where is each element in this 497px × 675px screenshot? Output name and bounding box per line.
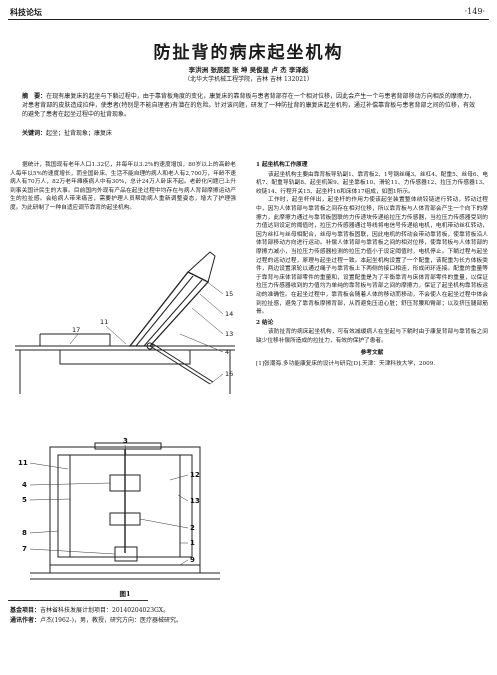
keywords-label: 关键词： (22, 130, 47, 137)
fig1-label-15: 15 (225, 290, 233, 298)
fig1-label-16: 16 (225, 370, 233, 378)
fig2-label-2: 2 (190, 524, 195, 532)
affiliation: （北华大学机械工程学院，吉林 吉林 132021） (184, 76, 313, 83)
fig2-label-5: 5 (22, 496, 27, 504)
intro-paragraph: 据统计，我国现有老年人口1.32亿，并每年以3.2%的速度增加，80岁以上的高龄… (10, 162, 236, 211)
keywords-text: 起坐；扯背现象；康复床 (46, 130, 113, 137)
corresponding-author-label: 通讯作者： (10, 617, 41, 624)
fig2-label-3: 3 (123, 437, 128, 445)
header-rule (8, 19, 489, 20)
fig1-label-13: 13 (225, 330, 233, 338)
fig2-label-7: 7 (22, 545, 27, 553)
fig2-label-8: 8 (22, 529, 27, 537)
article-title: 防扯背的病床起坐机构 (153, 43, 344, 63)
keywords: 关键词：起坐；扯背现象；康复床 (22, 128, 112, 137)
funding-note: 基金项目：吉林省科技发展计划项目：20140204023GX。 (10, 606, 169, 615)
section-1-para-1: 该起坐机构主要由靠背板导轨副1、靠背板2、1号钢丝绳3、丝杠4、配重5、丝母6、… (256, 171, 488, 195)
footnote-rule (8, 600, 148, 601)
section-1-para-2: 工作时，起坐杆伴出，起坐杆的作用力使该起坐装置整体绕铰链进行转动，转动过程中，因… (256, 197, 488, 316)
references-title: 参考文献 (360, 350, 384, 357)
fig1-label-14: 14 (225, 310, 233, 318)
fig1-label-11: 11 (100, 318, 108, 326)
fig2-label-4: 4 (22, 481, 27, 489)
right-column: 1 起坐机构工作原理 该起坐机构主要由靠背板导轨副1、靠背板2、1号钢丝绳3、丝… (256, 161, 488, 369)
author-list: 李洪洲 张辰超 张 坤 吴俊星 卢 杰 李泽彪 (188, 66, 309, 74)
fig2-label-9: 9 (190, 556, 195, 564)
figure-caption: 图1 (119, 590, 131, 598)
fig2-label-11: 11 (18, 459, 28, 467)
abstract-text: 在现有康复床的起坐与下躺过程中，由于靠背板角度的变化，康复床的靠背板与患者背部存… (22, 93, 475, 118)
figure-side-view: 15 14 13 4 16 11 17 (15, 251, 235, 394)
journal-name: 科技论坛 (10, 7, 42, 17)
fig2-label-12: 12 (190, 471, 200, 479)
page-number: ·149· (464, 7, 485, 16)
corresponding-author-text: 卢杰(1962-)，男，教授，研究方向：医疗器械研究。 (40, 617, 182, 624)
section-1-title: 1 起坐机构工作原理 (256, 162, 308, 168)
fig2-label-13: 13 (190, 497, 200, 505)
funding-text: 吉林省科技发展计划项目：20140204023GX。 (40, 607, 170, 614)
figure-front-view: 3 12 11 13 4 5 2 8 1 7 9 (18, 437, 220, 580)
funding-label: 基金项目： (10, 607, 41, 614)
fig1-label-4: 4 (225, 348, 229, 356)
corresponding-author-note: 通讯作者：卢杰(1962-)，男，教授，研究方向：医疗器械研究。 (10, 616, 182, 625)
fig1-label-17: 17 (72, 326, 80, 334)
fig2-label-1: 1 (190, 539, 195, 547)
abstract: 摘 要：在现有康复床的起坐与下躺过程中，由于靠背板角度的变化，康复床的靠背板与患… (22, 92, 475, 119)
abstract-label: 摘 要： (22, 93, 47, 100)
section-2-para-1: 该防扯背的病床起坐机构，可有效减缓病人在坐起与下躺时由于康复背部与靠背板之间缺少… (256, 329, 488, 344)
reference-1: [1]张潮海.多功能康复床的设计与研究[D].天津：天津科技大学，2009. (256, 361, 436, 368)
section-2-title: 2 结论 (256, 319, 274, 326)
